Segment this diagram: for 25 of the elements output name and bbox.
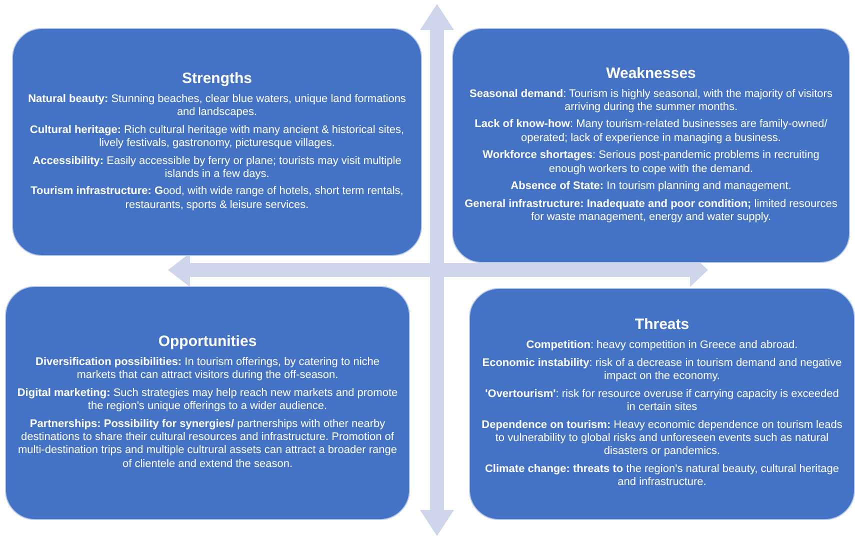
panel-heading: Opportunities: [158, 332, 257, 350]
item-text: Dependence on tourism: Heavy economic dependence on tourism leads to vulnerability to global risks and unforeseen events such as natural disasters or pandemics.: [480, 418, 844, 459]
item-text: General infrastructure: Inadequate and poor condition; limited resources for waste management, energy and water supply.: [464, 198, 838, 224]
item-text: Accessibility: Easily accessible by ferry or plane; tourists may visit multiple islands in a few days.: [32, 154, 402, 182]
panel-heading: Threats: [634, 316, 690, 334]
swot-panel: [452, 28, 850, 263]
item-text: Workforce shortages: Serious post-pandemic problems in recruiting enough workers to cope with the demand.: [482, 149, 820, 176]
item-text: Lack of know-how: Many tourism-related businesses are family-owned/ operated; lack of experience in managing a business.: [474, 118, 828, 146]
item-text: Digital marketing: Such strategies may help reach new markets and promote the region's unique offerings to a wider audience.: [16, 386, 399, 414]
swot-panel: [469, 288, 855, 520]
item-text: 'Overtourism': risk for resource overuse if carrying capacity is exceeded in certain sites: [484, 388, 840, 414]
item-text: Partnerships: Possibility for synergies/ partnerships with other nearby destinations to share their cultural resources and infrastructure. Promotion of multi-destination trips and multiple cultrural assets can attract a broader range of clientele and extend the season.: [16, 418, 398, 472]
swot-panel: [12, 28, 422, 256]
item-text: Seasonal demand: Tourism is highly seasonal, with the majority of visitors arriving during the summer months.: [468, 88, 834, 114]
item-text: Natural beauty: Stunning beaches, clear blue waters, unique land formations and landscapes.: [27, 92, 407, 120]
item-text: Cultural heritage: Rich cultural heritage with many ancient & historical sites, lively festivals, gastronomy, picturesque villages.: [28, 124, 406, 150]
panel-heading: Strengths: [182, 70, 252, 87]
item-text: Economic instability: risk of a decrease in tourism demand and negative impact on the economy.: [481, 356, 843, 384]
swot-panel: [5, 286, 410, 520]
item-text: Climate change: threats to the region's natural beauty, cultural heritage and infrastructure.: [484, 462, 840, 490]
item-text: Competition: heavy competition in Greece and abroad.: [526, 339, 798, 353]
panel-heading: Weaknesses: [606, 64, 696, 82]
item-text: Tourism infrastructure: Good, with wide range of hotels, short term rentals, restaurants, sports & leisure services.: [30, 185, 404, 212]
item-text: Absence of State: In tourism planning and management.: [510, 180, 792, 194]
item-text: Diversification possibilities: In tourism offerings, by catering to niche markets that can attract visitors during the off-season.: [34, 356, 380, 383]
